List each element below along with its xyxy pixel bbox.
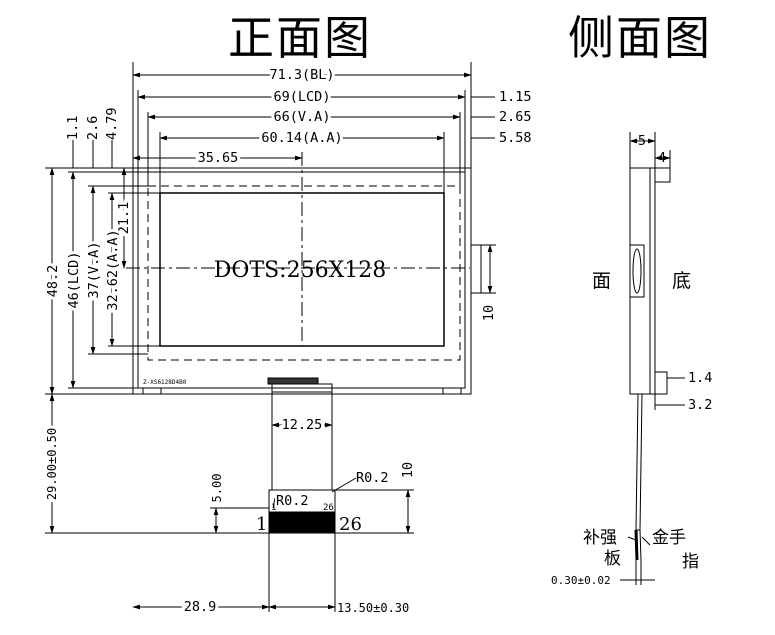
- leader-r-left: [272, 497, 276, 509]
- dim-radius-right: R0.2: [356, 470, 389, 486]
- side-window-ellipse: [632, 248, 642, 294]
- side-leader-finger: [641, 536, 651, 546]
- dim-offset-1-15: 1.15: [499, 89, 532, 105]
- dim-bl-width: 71.3(BL): [269, 67, 334, 83]
- dim-top-4-79: 4.79: [104, 107, 120, 140]
- side-dim-4: 4: [658, 150, 666, 166]
- side-fpc-stiffener: [634, 529, 639, 561]
- dim-top-2-6: 2.6: [85, 116, 101, 140]
- pin-last: 26: [339, 514, 362, 535]
- dim-va-width: 66(V.A): [274, 109, 331, 125]
- fpc-connector: [267, 377, 319, 385]
- side-dim-3-2: 3.2: [688, 397, 712, 413]
- dim-fpc-width: 12.25: [282, 417, 323, 433]
- part-number: Z-XS6128D4B0: [143, 379, 187, 386]
- pin-last-small: 26: [323, 503, 334, 513]
- dim-offset-2-65: 2.65: [499, 109, 532, 125]
- pin-first: 1: [256, 514, 267, 535]
- viewing-area-outline: [147, 185, 461, 361]
- side-label-stiffener-1: 补强: [583, 528, 617, 548]
- dim-side-tab: 10: [481, 305, 497, 321]
- side-leader-stiffener: [627, 536, 637, 541]
- dim-lcd-width: 69(LCD): [274, 89, 331, 105]
- front-view-title: 正面图: [228, 11, 372, 65]
- leader-r-right: [331, 477, 357, 493]
- side-label-gold-finger-1: 金手: [652, 528, 686, 548]
- gold-finger-area: [268, 511, 336, 534]
- side-window: [629, 244, 645, 298]
- side-dim-5: 5: [638, 133, 646, 149]
- side-fpc-line-2: [639, 393, 643, 531]
- dim-radius-left: R0.2: [276, 493, 309, 509]
- pin-first-small: 1: [271, 503, 276, 513]
- fpc-base: [271, 383, 333, 393]
- side-dim-thickness: 0.30±0.02: [551, 574, 611, 587]
- dim-offset-5-58: 5.58: [499, 130, 532, 146]
- side-label-back-face: 底: [672, 270, 691, 292]
- dim-lcd-height: 46(LCD): [66, 252, 82, 309]
- dim-finger-len: 5.00: [210, 474, 224, 503]
- side-label-gold-finger-2: 指: [682, 552, 699, 572]
- display-dots-label: DOTS:256X128: [214, 258, 386, 283]
- foot-right: [442, 387, 462, 395]
- dim-aa-height: 32.62(A.A): [105, 229, 121, 310]
- dim-finger-width: 13.50±0.30: [337, 601, 409, 615]
- side-tab: [470, 244, 482, 294]
- side-dim-1-4: 1.4: [688, 370, 712, 386]
- dim-fpc-offset: 28.9: [184, 599, 217, 615]
- dim-center-y: 21.1: [116, 202, 132, 235]
- side-label-stiffener-2: 板: [604, 549, 621, 569]
- side-bottom-part: [654, 371, 668, 395]
- dim-fpc-bend: 10: [400, 462, 416, 478]
- foot-left: [142, 387, 162, 395]
- side-label-front-face: 面: [592, 270, 611, 292]
- dim-top-1-1: 1.1: [65, 116, 81, 140]
- dim-aa-width: 60.14(A.A): [261, 130, 342, 146]
- dim-va-height: 37(V.A): [86, 242, 102, 299]
- dim-fpc-length: 29.00±0.50: [45, 428, 59, 500]
- dim-bl-height: 48.2: [45, 265, 61, 298]
- side-fpc-finger: [639, 529, 642, 561]
- side-fpc-line-1: [635, 393, 639, 531]
- side-view-title: 侧面图: [568, 11, 712, 65]
- dim-center-x: 35.65: [198, 150, 239, 166]
- side-top-part: [654, 167, 671, 183]
